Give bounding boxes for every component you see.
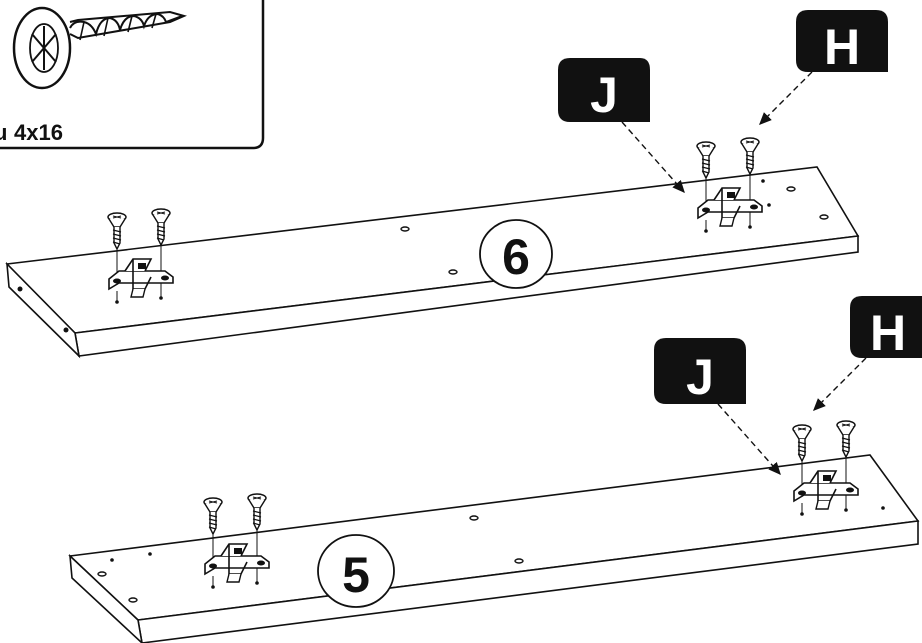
label-h-text: H	[824, 19, 860, 75]
panel-6-number-badge: 6	[479, 219, 553, 289]
pointer-arrow	[717, 403, 781, 476]
label-h-text: H	[870, 305, 906, 361]
pointer-arrow	[621, 121, 685, 194]
pointer-arrow	[813, 357, 867, 411]
panel-5-number: 5	[342, 547, 370, 603]
label-j-text: J	[686, 349, 714, 405]
pointer-arrow	[759, 71, 813, 125]
panel-5-number-badge: 5	[317, 534, 395, 608]
hardware-inset: u 4x16	[0, 0, 265, 150]
label-j-text: J	[590, 67, 618, 123]
panel-5: 5 J H	[68, 296, 922, 643]
panel-6-number: 6	[502, 229, 530, 285]
panel-5-side-edge	[69, 553, 143, 643]
panel-6-label-h: H	[796, 10, 888, 75]
panel-6-side-edge	[6, 261, 81, 359]
inset-prefix-glyph: u	[0, 120, 7, 145]
panel-5-label-h: H	[850, 296, 922, 361]
panel-5-label-j: J	[654, 338, 746, 405]
countersunk-screw-icon	[12, 6, 187, 90]
panel-6: 6 J H	[5, 10, 888, 359]
screw-size-label: 4x16	[14, 120, 63, 145]
panel-6-label-j: J	[558, 58, 650, 123]
